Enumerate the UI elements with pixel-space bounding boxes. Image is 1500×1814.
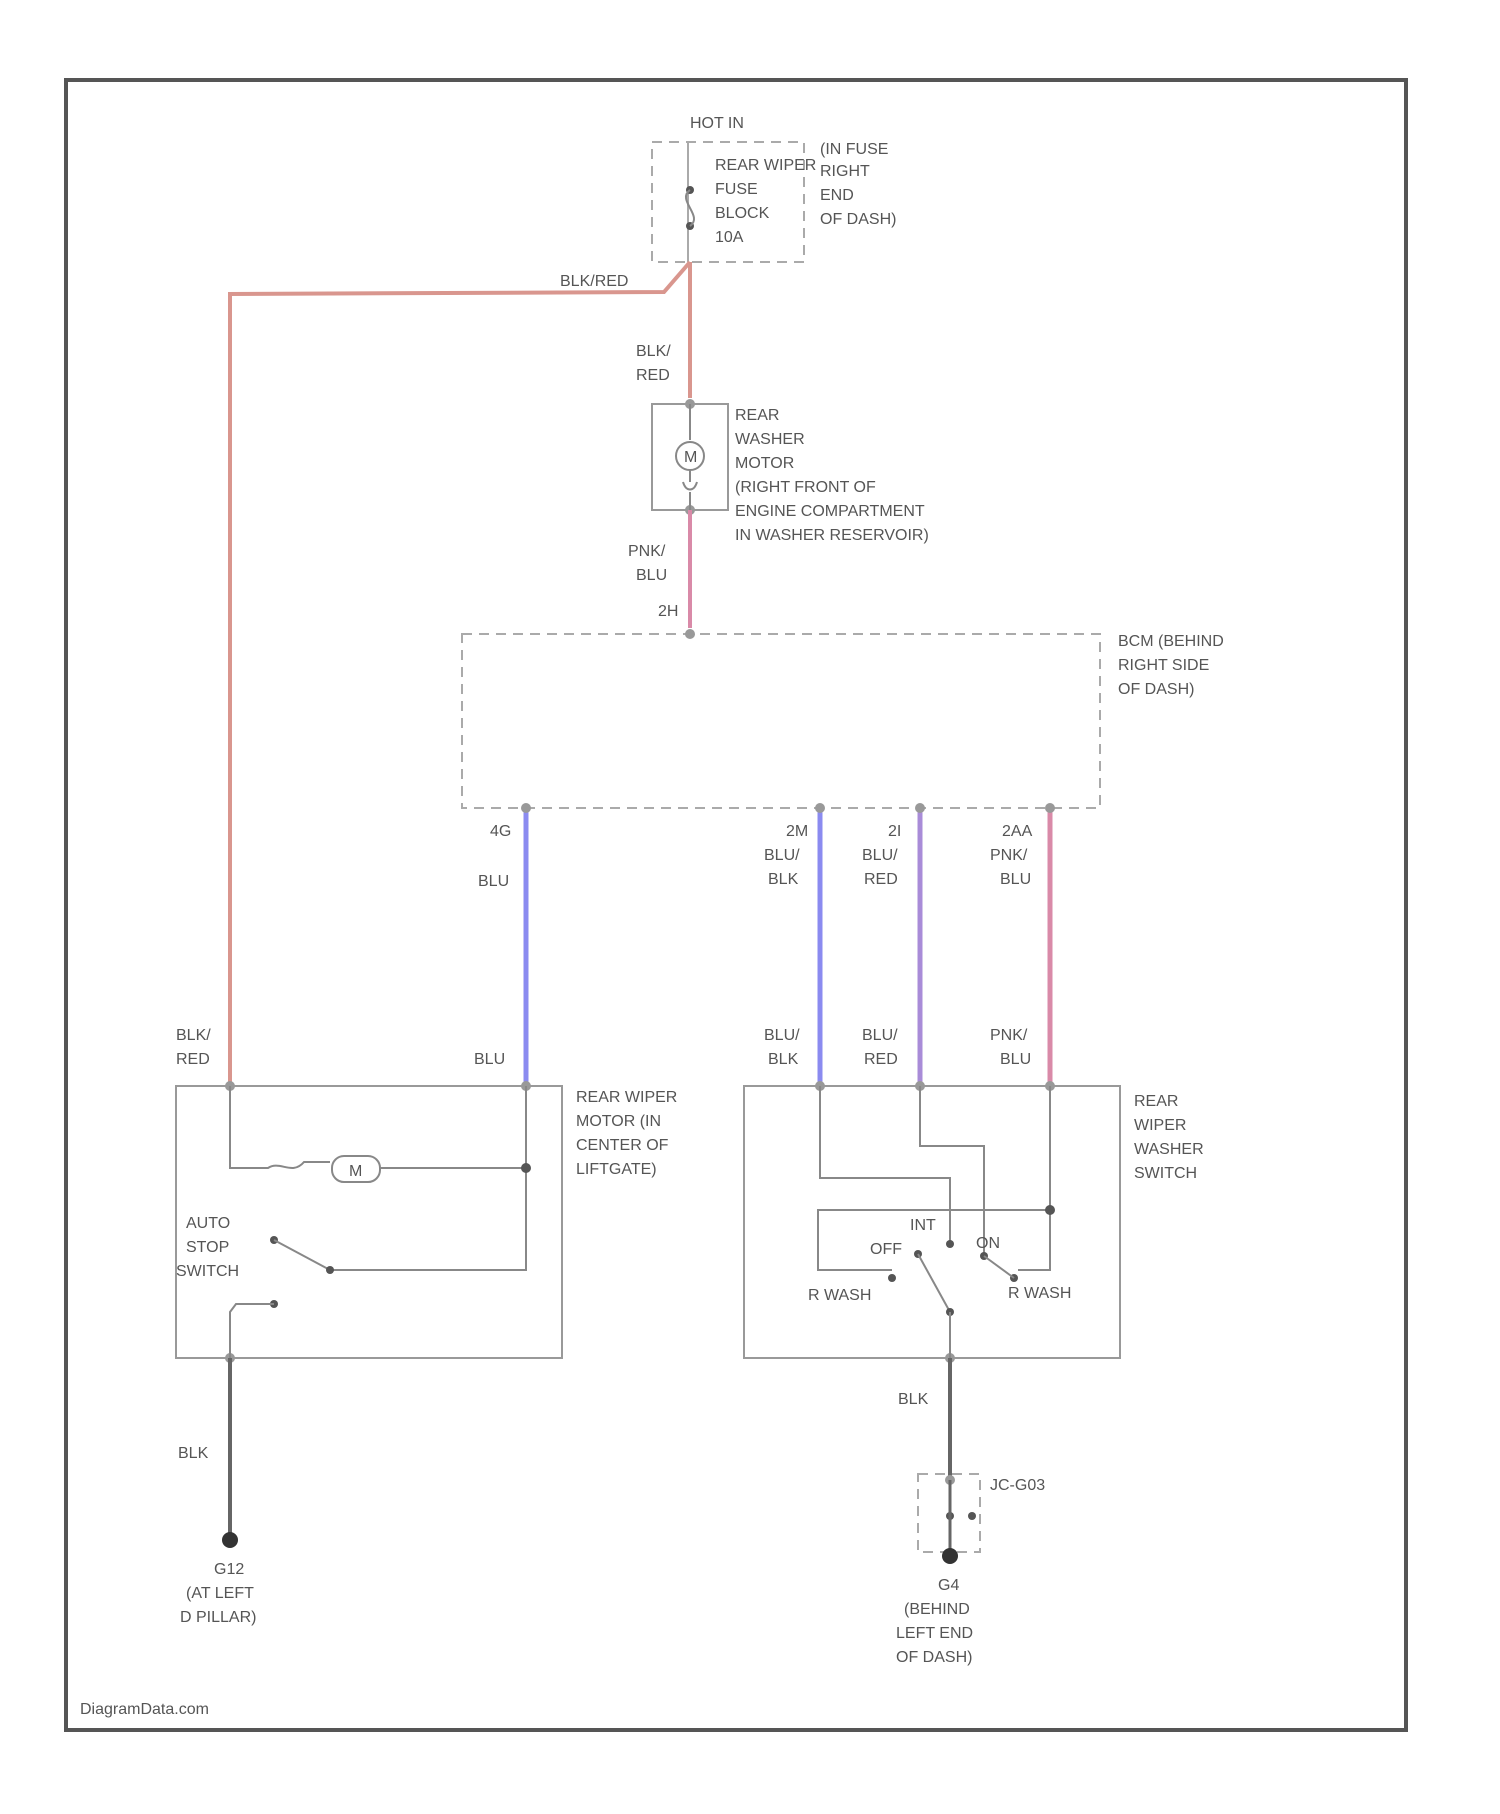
wiper-motor-label-1: REAR WIPER (576, 1089, 677, 1106)
wiper-motor-feed-trace (230, 1086, 330, 1168)
fuse-hot-in-label: HOT IN (690, 115, 744, 132)
ground-g12-label-2: (AT LEFT (186, 1585, 254, 1602)
wire-2i-top-color-2: RED (864, 871, 898, 888)
wire-2m-bottom-color-2: BLK (768, 1051, 799, 1068)
washer-motor-label-5: ENGINE COMPARTMENT (735, 503, 925, 520)
watermark: DiagramData.com (80, 1701, 209, 1718)
wiper-motor-label-3: CENTER OF (576, 1137, 669, 1154)
bcm-pin-2aa: 2AA (1002, 823, 1033, 840)
wire-switch-ground-color: BLK (898, 1391, 929, 1408)
wire-4g-bottom-color: BLU (474, 1051, 505, 1068)
wire-2m-top-color-1: BLU/ (764, 847, 800, 864)
bcm-pin-2h: 2H (658, 603, 678, 620)
fuse-label-line-1: REAR WIPER (715, 157, 816, 174)
wire-label-washer-bcm-1: PNK/ (628, 543, 666, 560)
bcm-pin-4g: 4G (490, 823, 511, 840)
wire-2i-bottom-color-2: RED (864, 1051, 898, 1068)
washer-motor-label-6: IN WASHER RESERVOIR) (735, 527, 929, 544)
wire-2i-bottom-color-1: BLU/ (862, 1027, 898, 1044)
fuse-label-line-4: 10A (715, 229, 744, 246)
wire-label-washer-bcm-2: BLU (636, 567, 667, 584)
fuse-location-line-4: OF DASH) (820, 211, 896, 228)
wire-2aa-top-color-1: PNK/ (990, 847, 1028, 864)
junction-label: JC-G03 (990, 1477, 1045, 1494)
ground-g12-label-1: G12 (214, 1561, 244, 1578)
wire-4g-top-color: BLU (478, 873, 509, 890)
fuse-location-line-3: END (820, 187, 854, 204)
wire-2m-bottom-color-1: BLU/ (764, 1027, 800, 1044)
switch-position-on: ON (976, 1235, 1000, 1252)
switch-position-off: OFF (870, 1241, 902, 1258)
bcm-label-1: BCM (BEHIND (1118, 633, 1224, 650)
fuse-label-line-3: BLOCK (715, 205, 770, 222)
switch-label-2: WIPER (1134, 1117, 1186, 1134)
switch-label-4: SWITCH (1134, 1165, 1197, 1182)
fuse-location-line-2: RIGHT (820, 163, 870, 180)
washer-motor-symbol-letter: M (684, 449, 697, 466)
wire-2i-top-color-1: BLU/ (862, 847, 898, 864)
auto-stop-label-1: AUTO (186, 1215, 230, 1232)
washer-motor-label-4: (RIGHT FRONT OF (735, 479, 876, 496)
ground-g4-label-1: G4 (938, 1577, 959, 1594)
switch-position-r-wash-left: R WASH (808, 1287, 871, 1304)
ground-g4-point (942, 1548, 958, 1564)
switch-position-r-wash-right: R WASH (1008, 1285, 1071, 1302)
wiper-motor-symbol-letter: M (349, 1163, 362, 1180)
auto-stop-label-2: STOP (186, 1239, 229, 1256)
bcm-pin-2i: 2I (888, 823, 901, 840)
ground-g4-label-3: LEFT END (896, 1625, 973, 1642)
wire-wiper-feed-color-1: BLK/ (176, 1027, 211, 1044)
ground-g12-point (222, 1532, 238, 1548)
auto-stop-label-3: SWITCH (176, 1263, 239, 1280)
wire-2m-top-color-2: BLK (768, 871, 799, 888)
wiper-motor-box (176, 1086, 562, 1358)
bcm-label-3: OF DASH) (1118, 681, 1194, 698)
washer-motor-label-1: REAR (735, 407, 779, 424)
wiper-motor-label-2: MOTOR (IN (576, 1113, 661, 1130)
wire-2aa-bottom-color-1: PNK/ (990, 1027, 1028, 1044)
wire-2aa-bottom-color-2: BLU (1000, 1051, 1031, 1068)
fuse-location-line-1: (IN FUSE (820, 141, 888, 158)
ground-g12-label-3: D PILLAR) (180, 1609, 256, 1626)
washer-motor-label-2: WASHER (735, 431, 805, 448)
bcm-pin-2m: 2M (786, 823, 808, 840)
wiper-motor-label-4: LIFTGATE) (576, 1161, 657, 1178)
switch-label-1: REAR (1134, 1093, 1178, 1110)
diagram-frame (66, 80, 1406, 1730)
wire-2aa-top-color-2: BLU (1000, 871, 1031, 888)
wire-label-fuse-motor-1: BLK/ (636, 343, 671, 360)
bcm-label-2: RIGHT SIDE (1118, 657, 1209, 674)
ground-g4-label-2: (BEHIND (904, 1601, 970, 1618)
wire-wiper-feed-color-2: RED (176, 1051, 210, 1068)
wire-label-fuse-motor-2: RED (636, 367, 670, 384)
bcm-outline (462, 634, 1100, 808)
wire-wiper-ground-color: BLK (178, 1445, 209, 1462)
ground-g4-label-4: OF DASH) (896, 1649, 972, 1666)
wire-label-blk-red-horizontal: BLK/RED (560, 273, 628, 290)
switch-label-3: WASHER (1134, 1141, 1204, 1158)
wire-blk-red-left-feed (230, 262, 690, 1086)
switch-position-int: INT (910, 1217, 936, 1234)
fuse-label-line-2: FUSE (715, 181, 758, 198)
washer-motor-label-3: MOTOR (735, 455, 794, 472)
